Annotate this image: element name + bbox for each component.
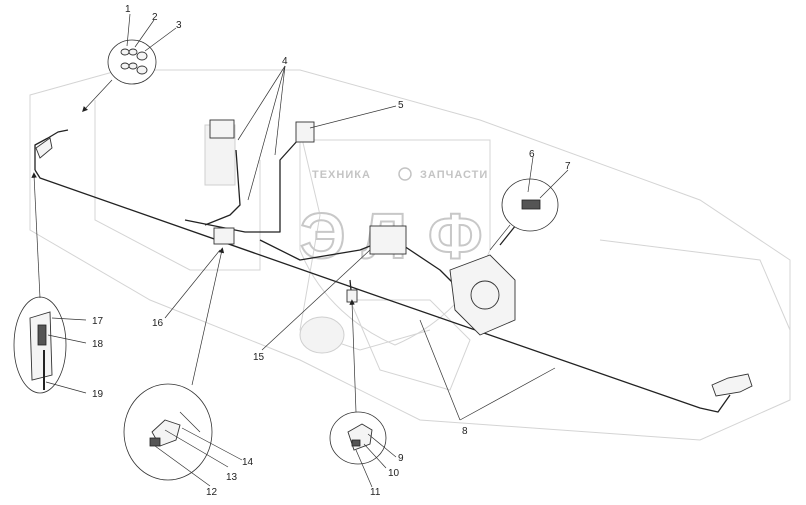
- part-number-15: 15: [253, 352, 265, 363]
- callout-17-19: [13, 172, 67, 394]
- part-number-10: 10: [388, 468, 400, 479]
- connector-16: [213, 227, 235, 245]
- lamp-connector-5: [295, 121, 315, 143]
- watermark-right-word: ЗАПЧАСТИ: [420, 169, 488, 181]
- connector-left-end: [35, 137, 53, 159]
- callout-6-7: [489, 178, 559, 251]
- part-number-14: 14: [242, 457, 254, 468]
- gear-icon: [398, 167, 412, 181]
- watermark-letter-e: Э: [300, 200, 346, 272]
- part-number-16: 16: [152, 318, 164, 329]
- part-number-2: 2: [152, 12, 158, 23]
- callout-top-left: [82, 39, 157, 113]
- part-number-11: 11: [370, 487, 381, 498]
- part-numbers: 1 2 3 4 5 6 7 8 9 10 11 12 13 14 15 16 1…: [92, 4, 571, 498]
- wheel-ghost: [299, 316, 345, 354]
- part-number-3: 3: [176, 20, 182, 31]
- connector-right-end: [711, 373, 753, 397]
- part-number-13: 13: [226, 472, 238, 483]
- callout-12-14: [123, 247, 225, 481]
- tractor-ghost-outline: [29, 69, 791, 441]
- part-number-17: 17: [92, 316, 104, 327]
- leaders: [45, 13, 569, 488]
- watermark-left-word: ТЕХНИКА: [312, 169, 371, 181]
- part-number-12: 12: [206, 487, 218, 498]
- part-number-18: 18: [92, 339, 104, 350]
- cab-unit: [209, 119, 235, 139]
- part-number-7: 7: [565, 161, 571, 172]
- part-number-19: 19: [92, 389, 104, 400]
- part-number-9: 9: [398, 453, 404, 464]
- relay-block-15: [369, 225, 407, 255]
- callout-9-11: [329, 299, 387, 465]
- watermark: ТЕХНИКА ЗАПЧАСТИ Э Л Ф: [299, 139, 491, 346]
- gearbox-flange: [470, 280, 500, 310]
- part-number-8: 8: [462, 426, 468, 437]
- part-number-4: 4: [282, 56, 288, 67]
- switch-on-harness-9: [346, 289, 358, 303]
- part-number-1: 1: [125, 4, 131, 15]
- part-number-6: 6: [529, 149, 535, 160]
- part-number-5: 5: [398, 100, 404, 111]
